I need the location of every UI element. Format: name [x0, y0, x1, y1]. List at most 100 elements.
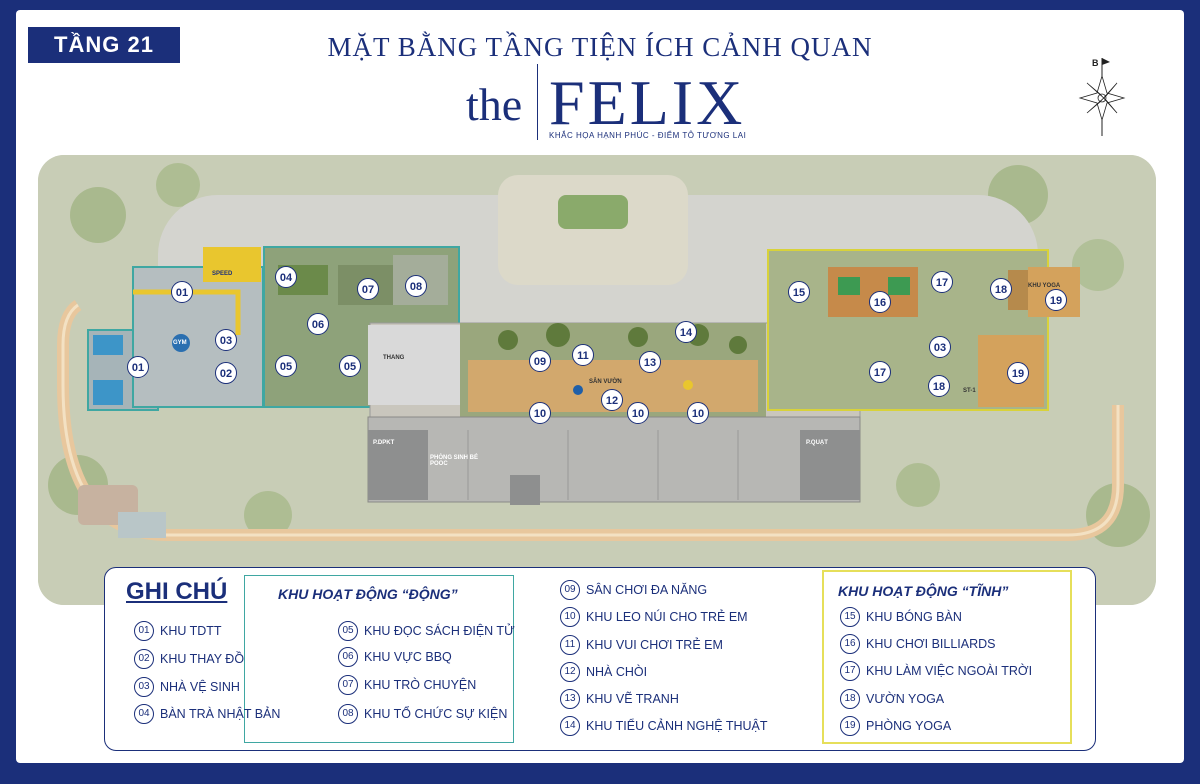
legend-number: 17 — [840, 661, 860, 681]
map-marker: 11 — [572, 344, 594, 366]
brand-tagline: KHẮC HỌA HẠNH PHÚC - ĐIỂM TÔ TƯƠNG LAI — [549, 131, 747, 140]
legend-item: 17 KHU LÀM VIỆC NGOÀI TRỜI — [840, 661, 1032, 681]
legend-label: KHU VUI CHƠI TRẺ EM — [586, 638, 723, 652]
label-speed: SPEED — [212, 271, 233, 277]
label-p-dpkt: P.DPKT — [373, 440, 395, 446]
legend-item: 18 VƯỜN YOGA — [840, 689, 944, 709]
map-marker: 02 — [215, 362, 237, 384]
legend-number: 09 — [560, 580, 580, 600]
legend-label: NHÀ CHÒI — [586, 665, 648, 679]
brand-name: FELIX — [549, 67, 746, 138]
legend-label: NHÀ VỆ SINH — [160, 680, 240, 694]
floor-badge: TẦNG 21 — [28, 27, 180, 63]
legend-item: 09 SÂN CHƠI ĐA NĂNG — [560, 580, 707, 600]
legend-label: KHU THAY ĐỒ — [160, 652, 245, 666]
legend-label: KHU ĐỌC SÁCH ĐIỆN TỬ — [364, 624, 515, 638]
legend-item: 04 BÀN TRÀ NHẬT BẢN — [134, 704, 280, 724]
map-marker: 10 — [627, 402, 649, 424]
legend-label: KHU TIỂU CẢNH NGHỆ THUẬT — [586, 719, 768, 733]
page-title: MẶT BẰNG TẦNG TIỆN ÍCH CẢNH QUAN — [327, 32, 873, 62]
legend-heading: GHI CHÚ — [126, 578, 228, 605]
label-phong-sinh-hoat: PHÒNG SINH BÉ POOC — [430, 455, 479, 467]
map-marker: 05 — [339, 355, 361, 377]
label-p-quat: P.QUẠT — [806, 440, 828, 446]
legend-number: 02 — [134, 649, 154, 669]
legend-item: 19 PHÒNG YOGA — [840, 716, 951, 736]
map-marker: 12 — [601, 389, 623, 411]
legend-number: 10 — [560, 607, 580, 627]
brand-divider — [537, 64, 538, 140]
map-marker: 03 — [929, 336, 951, 358]
map-marker: 09 — [529, 350, 551, 372]
map-marker: 03 — [215, 329, 237, 351]
brand-prefix: the — [466, 79, 523, 130]
legend-item: 10 KHU LEO NÚI CHO TRẺ EM — [560, 607, 748, 627]
map-marker: 19 — [1045, 289, 1067, 311]
legend-panel — [104, 567, 1096, 751]
map-marker: 18 — [990, 278, 1012, 300]
legend-number: 05 — [338, 621, 358, 641]
legend-label: KHU TỔ CHỨC SỰ KIỆN — [364, 707, 508, 721]
map-marker: 05 — [275, 355, 297, 377]
label-san-vuon: SÂN VƯỜN — [589, 379, 622, 385]
legend-label: PHÒNG YOGA — [866, 719, 952, 733]
legend-number: 04 — [134, 704, 154, 724]
legend-item: 08 KHU TỔ CHỨC SỰ KIỆN — [338, 704, 507, 724]
static-zone-box — [822, 570, 1072, 744]
legend-item: 11 KHU VUI CHƠI TRẺ EM — [560, 635, 723, 655]
legend-number: 08 — [338, 704, 358, 724]
map-marker: 04 — [275, 266, 297, 288]
legend-label: KHU VỰC BBQ — [364, 650, 452, 664]
legend-number: 06 — [338, 647, 358, 667]
legend-label: SÂN CHƠI ĐA NĂNG — [586, 583, 708, 597]
legend-item: 02 KHU THAY ĐỒ — [134, 649, 244, 669]
legend-number: 01 — [134, 621, 154, 641]
legend-label: KHU VẼ TRANH — [586, 692, 679, 706]
legend-label: KHU LÀM VIỆC NGOÀI TRỜI — [866, 664, 1033, 678]
legend-item: 05 KHU ĐỌC SÁCH ĐIỆN TỬ — [338, 621, 515, 641]
legend-number: 13 — [560, 689, 580, 709]
legend-item: 12 NHÀ CHÒI — [560, 662, 647, 682]
legend-number: 15 — [840, 607, 860, 627]
map-marker: 13 — [639, 351, 661, 373]
label-st: ST-1 — [963, 388, 976, 394]
legend-label: KHU TRÒ CHUYỆN — [364, 678, 477, 692]
legend-label: VƯỜN YOGA — [866, 692, 945, 706]
legend-number: 11 — [560, 635, 580, 655]
map-marker: 10 — [687, 402, 709, 424]
label-thang: THANG — [383, 355, 405, 361]
legend-number: 14 — [560, 716, 580, 736]
compass-icon: B — [1078, 58, 1126, 136]
legend-number: 19 — [840, 716, 860, 736]
site-plan-map: 01 01 03 02 04 06 07 08 05 05 09 11 13 1… — [38, 155, 1156, 605]
legend-item: 16 KHU CHƠI BILLIARDS — [840, 634, 996, 654]
dynamic-zone-box — [244, 575, 514, 743]
legend-item: 03 NHÀ VỆ SINH — [134, 677, 240, 697]
legend-number: 07 — [338, 675, 358, 695]
legend-item: 13 KHU VẼ TRANH — [560, 689, 679, 709]
legend-label: KHU CHƠI BILLIARDS — [866, 637, 996, 651]
map-marker: 19 — [1007, 362, 1029, 384]
map-marker: 16 — [869, 291, 891, 313]
legend-number: 03 — [134, 677, 154, 697]
compass-label: B — [1092, 58, 1099, 68]
legend-number: 16 — [840, 634, 860, 654]
legend-number: 12 — [560, 662, 580, 682]
map-marker: 08 — [405, 275, 427, 297]
map-marker: 15 — [788, 281, 810, 303]
legend-label: KHU LEO NÚI CHO TRẺ EM — [586, 610, 748, 624]
label-khu-yoga: KHU YOGA — [1028, 283, 1061, 289]
legend-label: KHU TDTT — [160, 624, 222, 638]
legend-label: BÀN TRÀ NHẬT BẢN — [160, 707, 281, 721]
legend-item: 14 KHU TIỂU CẢNH NGHỆ THUẬT — [560, 716, 768, 736]
map-marker: 01 — [127, 356, 149, 378]
label-gym: GYM — [173, 340, 187, 346]
map-marker: 06 — [307, 313, 329, 335]
map-marker: 07 — [357, 278, 379, 300]
legend-number: 18 — [840, 689, 860, 709]
map-marker: 14 — [675, 321, 697, 343]
static-zone-title: KHU HOẠT ĐỘNG “TĨNH” — [838, 583, 1009, 599]
legend-item: 06 KHU VỰC BBQ — [338, 647, 452, 667]
map-marker: 10 — [529, 402, 551, 424]
